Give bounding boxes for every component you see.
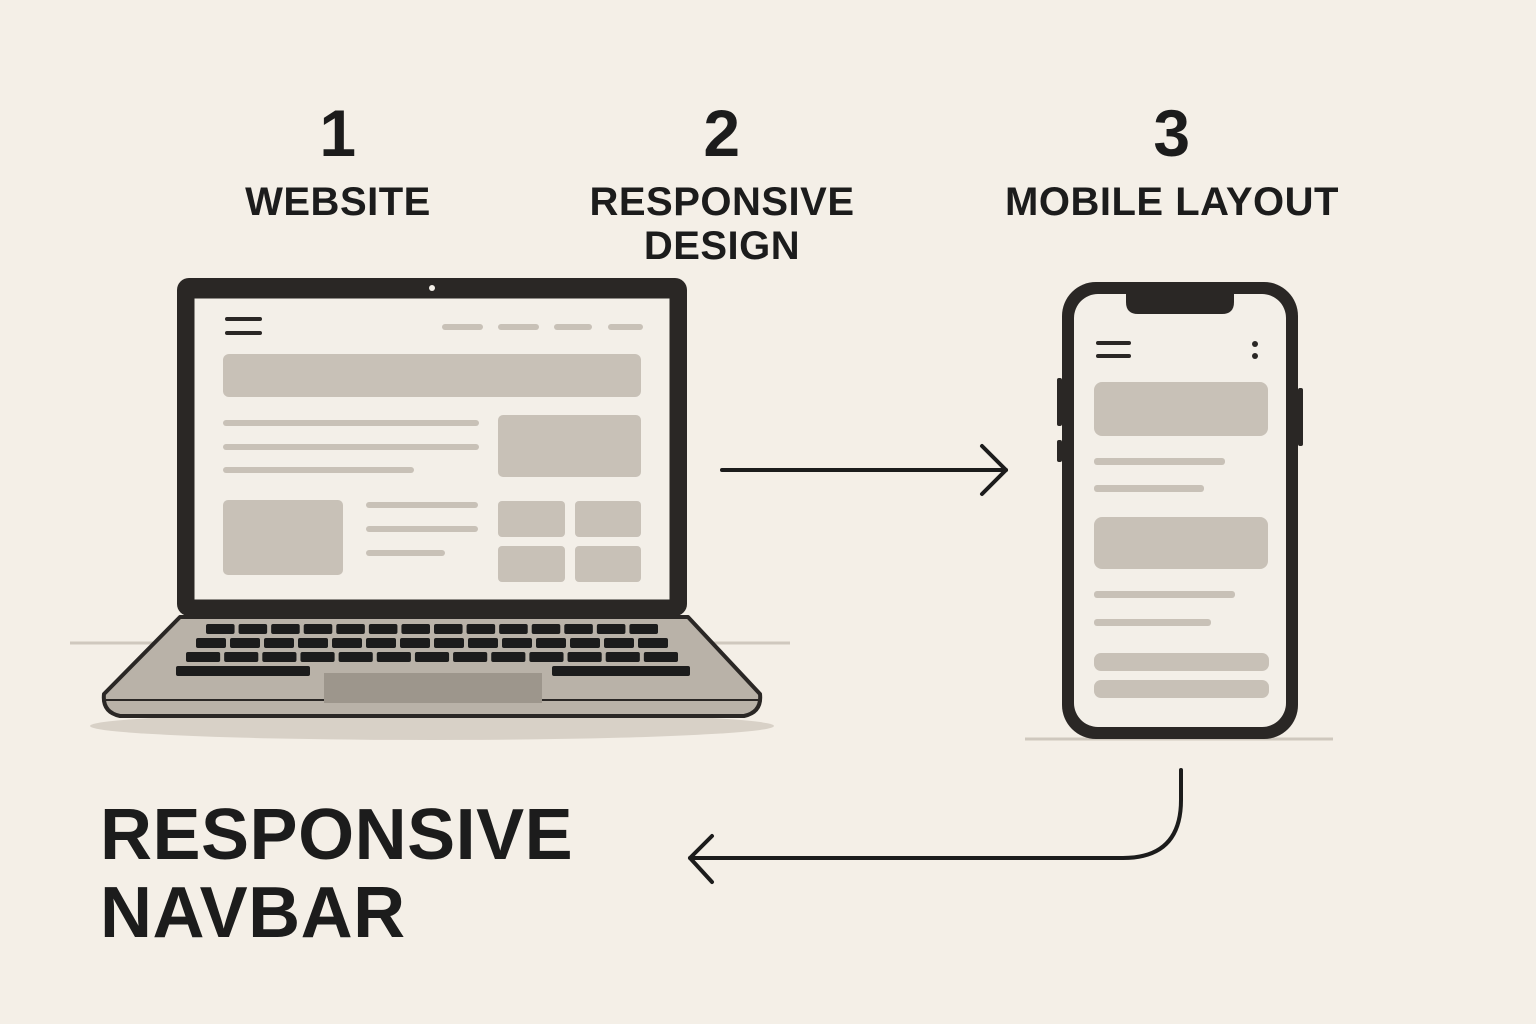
keyboard-key	[434, 624, 463, 634]
step-label: RESPONSIVE DESIGN	[589, 180, 855, 268]
nav-link	[498, 324, 539, 330]
keyboard-key	[638, 638, 668, 648]
diagram-title: RESPONSIVE NAVBAR	[100, 795, 574, 953]
keyboard-key	[499, 624, 528, 634]
content-block	[1094, 382, 1268, 436]
keyboard-key	[303, 624, 333, 634]
keyboard-key	[552, 666, 690, 676]
keyboard-key	[453, 652, 488, 662]
keyboard-key	[368, 624, 398, 634]
keyboard-key	[230, 638, 260, 648]
keyboard-key	[196, 638, 226, 648]
keyboard-key	[434, 638, 464, 648]
step-mobile-layout: 3 MOBILE LAYOUT	[972, 100, 1372, 224]
keyboard-key	[338, 652, 373, 662]
keyboard-key	[596, 624, 626, 634]
keyboard-key	[401, 624, 430, 634]
keyboard-key	[376, 652, 411, 662]
keyboard-key	[400, 638, 430, 648]
keyboard-key	[336, 624, 365, 634]
keyboard-key	[298, 638, 328, 648]
laptop-icon	[90, 278, 774, 740]
step-number: 3	[1153, 96, 1191, 170]
keyboard-key	[570, 638, 600, 648]
keyboard-key	[332, 638, 362, 648]
step-label: WEBSITE	[245, 180, 431, 224]
keyboard-key	[186, 652, 221, 662]
content-block	[1094, 517, 1268, 569]
content-block	[498, 415, 641, 477]
keyboard	[176, 624, 690, 676]
keyboard-key	[531, 624, 561, 634]
step-number: 2	[703, 96, 741, 170]
nav-link	[442, 324, 483, 330]
keyboard-key	[605, 652, 640, 662]
keyboard-key	[176, 666, 310, 676]
arrow-right-icon	[720, 444, 1008, 496]
nav-link	[554, 324, 592, 330]
keyboard-key	[629, 624, 658, 634]
keyboard-key	[238, 624, 268, 634]
keyboard-key	[502, 638, 532, 648]
keyboard-key	[206, 624, 235, 634]
keyboard-key	[564, 624, 593, 634]
hamburger-menu-icon	[1096, 341, 1131, 358]
keyboard-key	[366, 638, 396, 648]
hamburger-menu-icon	[225, 317, 262, 335]
keyboard-key	[536, 638, 566, 648]
keyboard-key	[262, 652, 297, 662]
content-block	[223, 500, 343, 575]
keyboard-key	[468, 638, 498, 648]
step-label: MOBILE LAYOUT	[1005, 180, 1339, 224]
keyboard-key	[264, 638, 294, 648]
keyboard-key	[300, 652, 335, 662]
phone-notch	[1126, 294, 1234, 314]
laptop-screen-content	[223, 317, 643, 582]
step-responsive-design: 2 RESPONSIVE DESIGN	[562, 100, 882, 268]
keyboard-key	[491, 652, 526, 662]
kebab-menu-icon	[1252, 341, 1258, 359]
hero-banner	[223, 354, 641, 397]
keyboard-key	[567, 652, 602, 662]
arrow-left-return-icon	[688, 768, 1183, 884]
keyboard-key	[604, 638, 634, 648]
nav-link	[608, 324, 643, 330]
camera-dot	[429, 285, 435, 291]
keyboard-key	[224, 652, 259, 662]
step-website: 1 WEBSITE	[188, 100, 488, 224]
step-number: 1	[319, 96, 357, 170]
smartphone-icon	[1057, 282, 1303, 739]
keyboard-key	[529, 652, 564, 662]
keyboard-key	[643, 652, 678, 662]
keyboard-key	[414, 652, 450, 662]
keyboard-key	[271, 624, 300, 634]
keyboard-key	[466, 624, 496, 634]
